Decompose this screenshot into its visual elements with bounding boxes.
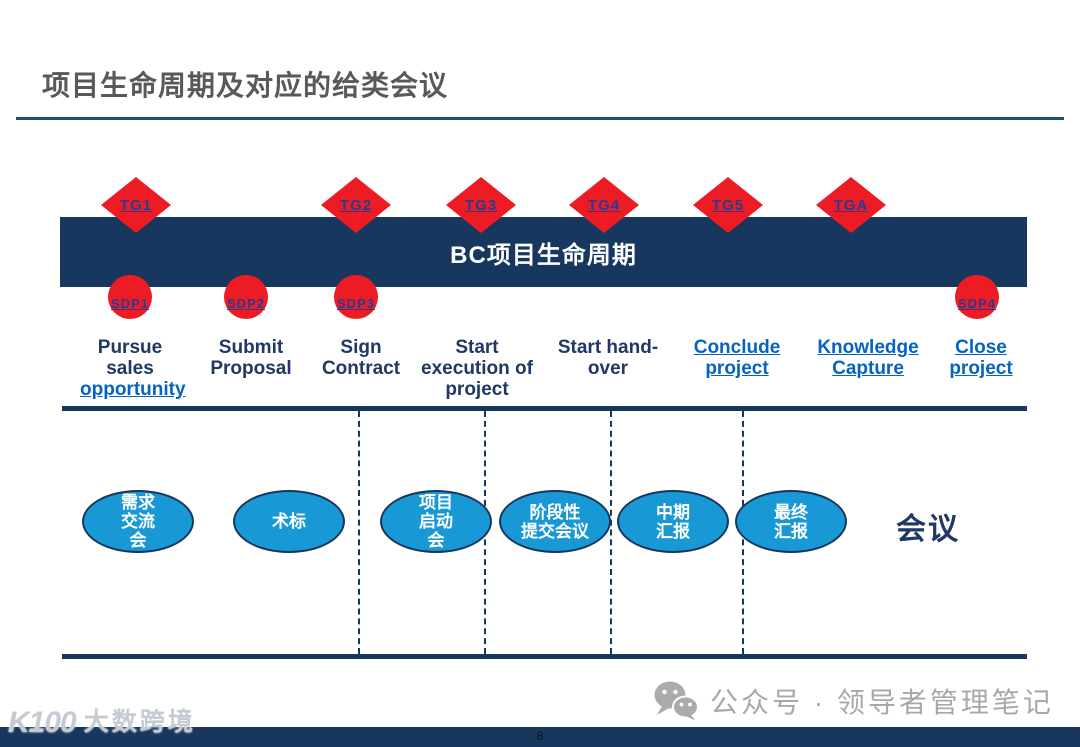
phase-text: Pursue sales <box>97 337 163 379</box>
sdp-link[interactable]: SDP3 <box>337 295 375 311</box>
meeting-line: 汇报 <box>656 521 690 541</box>
meeting-requirement-exchange: 需求 交流 会 <box>82 490 194 553</box>
meeting-line: 需求 <box>121 493 155 512</box>
meeting-technical-bid: 术标 <box>233 490 345 553</box>
tollgate-link[interactable]: TG5 <box>711 196 745 214</box>
sdp-point-1: SDP1 <box>108 275 152 319</box>
meeting-line: 启动 <box>419 512 453 531</box>
watermark-logo: K100 大数跨境 <box>8 702 196 740</box>
wechat-account-label: 公众号 · 领导者管理笔记 <box>710 687 1054 718</box>
meeting-line: 会 <box>427 531 445 550</box>
circle-icon <box>108 275 152 319</box>
watermark-mark: K100 <box>8 706 77 739</box>
sdp-link[interactable]: SDP1 <box>111 295 149 311</box>
phase-text: Start hand-over <box>557 337 659 379</box>
sdp-point-4: SDP4 <box>955 275 999 319</box>
tollgate-tg1: TG1 <box>101 177 171 233</box>
dashed-separator <box>358 411 360 654</box>
bottom-bar <box>0 727 1080 747</box>
meeting-stage-submission: 阶段性 提交会议 <box>499 490 611 553</box>
title-divider <box>16 117 1064 120</box>
watermark-text: 大数跨境 <box>83 708 196 736</box>
meeting-line: 术标 <box>272 512 306 531</box>
phase-link[interactable]: Close project <box>949 337 1013 379</box>
wechat-footer: 公众号 · 领导者管理笔记 <box>654 681 1054 721</box>
timeline-rule-top <box>62 406 1027 411</box>
phase-pursue-sales: Pursue sales opportunity <box>80 337 186 400</box>
tollgate-tg4: TG4 <box>569 177 639 233</box>
wechat-icon <box>654 681 698 721</box>
meeting-line: 项目 <box>419 493 453 512</box>
page-title: 项目生命周期及对应的给类会议 <box>42 70 449 101</box>
meeting-line: 最终 <box>774 502 808 522</box>
phase-text: Submit Proposal <box>210 337 292 379</box>
phase-link[interactable]: opportunity <box>80 379 186 400</box>
meeting-line: 汇报 <box>774 521 808 541</box>
circle-icon <box>334 275 378 319</box>
meeting-line: 阶段性 <box>529 502 581 522</box>
timeline-rule-bottom <box>62 654 1027 659</box>
meeting-line: 交流 <box>121 512 155 531</box>
phase-link[interactable]: Knowledge Capture <box>817 337 919 379</box>
phase-sign-contract: Sign Contract <box>311 337 411 379</box>
tollgate-link[interactable]: TG2 <box>339 196 373 214</box>
page-number: 8 <box>536 729 544 743</box>
tollgate-tg2: TG2 <box>321 177 391 233</box>
phase-link[interactable]: Conclude project <box>693 337 781 379</box>
meeting-midterm-report: 中期 汇报 <box>617 490 729 553</box>
sdp-link[interactable]: SDP4 <box>958 295 996 311</box>
meeting-line: 中期 <box>656 502 690 522</box>
tollgate-tga: TGA <box>816 177 886 233</box>
tollgate-link[interactable]: TG4 <box>587 196 621 214</box>
sdp-point-2: SDP2 <box>224 275 268 319</box>
phase-start-handover: Start hand-over <box>556 337 660 379</box>
phase-text: Sign Contract <box>321 337 401 379</box>
phase-text: Start execution of project <box>421 337 533 400</box>
phase-knowledge-capture: Knowledge Capture <box>816 337 920 379</box>
meetings-label: 会议 <box>896 513 960 546</box>
phase-submit-proposal: Submit Proposal <box>201 337 301 379</box>
sdp-link[interactable]: SDP2 <box>227 295 265 311</box>
tollgate-tg3: TG3 <box>446 177 516 233</box>
lifecycle-band-label: BC项目生命周期 <box>450 241 637 269</box>
meeting-line: 会 <box>129 531 147 550</box>
tollgate-link[interactable]: TG3 <box>464 196 498 214</box>
circle-icon <box>955 275 999 319</box>
lifecycle-band: BC项目生命周期 <box>60 217 1027 287</box>
meeting-final-report: 最终 汇报 <box>735 490 847 553</box>
dashed-separator <box>610 411 612 654</box>
tollgate-tg5: TG5 <box>693 177 763 233</box>
meeting-kickoff: 项目 启动 会 <box>380 490 492 553</box>
tollgate-link[interactable]: TG1 <box>119 196 153 214</box>
tollgate-link[interactable]: TGA <box>833 196 869 214</box>
phase-conclude-project: Conclude project <box>691 337 783 379</box>
circle-icon <box>224 275 268 319</box>
phase-start-execution: Start execution of project <box>419 337 535 400</box>
sdp-point-3: SDP3 <box>334 275 378 319</box>
phase-close-project: Close project <box>941 337 1021 379</box>
meeting-line: 提交会议 <box>521 521 589 541</box>
